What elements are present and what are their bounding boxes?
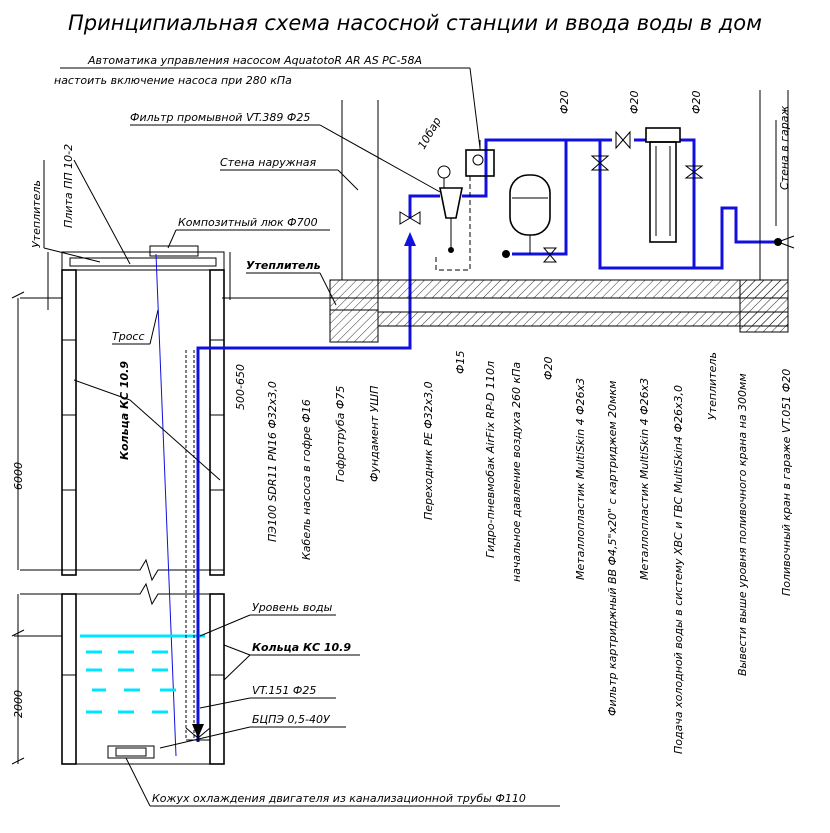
label-rings-upper: Кольца КС 10.9: [118, 361, 131, 460]
label-pump: БЦПЭ 0,5-40У: [252, 713, 331, 726]
label-insulation-top: Утеплитель: [246, 259, 321, 272]
leader-lines: [43, 67, 777, 807]
label-cartridge-filter: Фильтр картриджный BB Ф4,5"х20" с картри…: [606, 381, 619, 716]
house-structure: [329, 90, 789, 343]
label-d15: Ф15: [454, 351, 467, 374]
automation-unit: [465, 149, 495, 177]
label-garage-wall: Стена в гараж: [778, 105, 791, 190]
check-valve: [185, 727, 211, 741]
label-foundation: Фундамент УШП: [368, 386, 381, 482]
wash-filter: [439, 187, 463, 219]
label-d20-top2: Ф20: [628, 91, 641, 114]
label-cold-water-feed: Подача холодной воды в систему ХВС и ГВС…: [672, 385, 685, 754]
label-automation: Автоматика управления насосом AquatotoR …: [87, 54, 422, 67]
equipment: [185, 127, 795, 741]
label-gauge: 10бар: [415, 115, 444, 151]
label-outer-wall: Стена наружная: [220, 156, 317, 169]
label-slab: Плита ПП 10-2: [62, 144, 75, 228]
label-pump-cable: Кабель насоса в гофре Ф16: [300, 399, 313, 560]
label-rings-lower: Кольца КС 10.9: [252, 641, 351, 654]
pump: [107, 745, 155, 759]
label-corrugated-pipe: Гофротруба Ф75: [334, 386, 347, 482]
label-composite-hatch: Композитный люк Ф700: [178, 216, 318, 229]
valve-3: [684, 165, 704, 179]
label-automation-setting: настоить включение насоса при 280 кПа: [54, 74, 292, 87]
label-metal-plastic-1: Металлопластик MultiSkin 4 Ф26х3: [574, 378, 587, 580]
label-adapter: Переходник PE Ф32х3,0: [422, 381, 435, 520]
label-d20-top1: Ф20: [558, 91, 571, 114]
label-pipe-pe: ПЭ100 SDR11 PN16 Ф32х3,0: [266, 381, 279, 542]
label-check-valve: VT.151 Ф25: [252, 684, 316, 697]
label-depth-range: 500-650: [234, 364, 247, 410]
valve-accumulator: [542, 247, 558, 263]
label-d20-top3: Ф20: [690, 91, 703, 114]
label-wash-filter: Фильтр промывной VT.389 Ф25: [130, 111, 310, 124]
label-water-level: Уровень воды: [252, 601, 333, 614]
label-insulation-right: Утеплитель: [706, 352, 719, 420]
label-accumulator: Гидро-пневмобак AirFix RP-D 110л: [484, 361, 497, 558]
label-garden-tap: Поливочный кран в гараже VT.051 Ф20: [780, 369, 793, 596]
valve-1: [590, 155, 610, 171]
label-d20-a: Ф20: [542, 357, 555, 380]
page-title: Принципиальная схема насосной станции и …: [68, 11, 762, 35]
label-tap-level: Вывести выше уровня поливочного крана на…: [736, 373, 749, 676]
valve-adapter: [399, 211, 421, 225]
label-insulation-left: Утеплитель: [30, 180, 43, 248]
label-metal-plastic-2: Металлопластик MultiSkin 4 Ф26х3: [638, 378, 651, 580]
label-cooling-jacket: Кожух охлаждения двигателя из канализаци…: [152, 792, 526, 805]
label-cable: Тросс: [112, 330, 145, 343]
valve-2: [615, 130, 631, 150]
label-accumulator-pressure: начальное давление воздуха 260 кПа: [510, 362, 523, 582]
water: [80, 634, 205, 714]
cartridge-filter: [645, 127, 681, 143]
well: [11, 245, 330, 765]
accumulator-tank: [509, 174, 551, 236]
dim-2000: 2000: [12, 690, 25, 718]
dim-6000: 6000: [12, 462, 25, 490]
labels: Автоматика управления насосом AquatotoR …: [12, 54, 793, 805]
pressure-gauge: [437, 165, 451, 179]
